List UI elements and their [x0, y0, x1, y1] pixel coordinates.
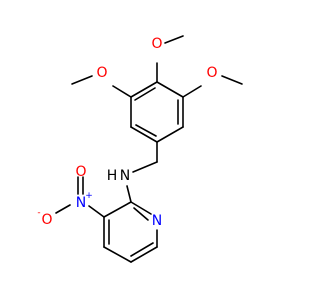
charge-o-nitro-left: -	[37, 208, 40, 218]
bond-c5py-c6py	[130, 246, 158, 263]
bond-c2py-c3py	[103, 201, 132, 218]
bond-c1-c2-inner	[134, 87, 156, 101]
structure-svg: O O O N H N + O - O N	[37, 35, 243, 263]
bond-c2-o-left	[112, 85, 132, 98]
bond-o-left-ch3	[71, 75, 93, 85]
bond-c6-c1	[156, 81, 184, 98]
bond-c1-c2	[130, 81, 158, 98]
atom-o-nitro-left: O	[41, 212, 52, 228]
bond-c3-c4	[130, 126, 158, 143]
bond-c3py-nitro-n	[88, 205, 105, 218]
atom-n-amine: N	[120, 168, 130, 184]
atom-o-nitro-top: O	[75, 164, 86, 180]
atom-o-methoxy-left: O	[96, 65, 107, 81]
charge-n-nitro: +	[85, 191, 93, 201]
atom-h-amine: H	[107, 168, 118, 184]
atom-n-nitro: N	[76, 195, 86, 211]
bond-npy-c2py	[130, 201, 152, 215]
bond-c4-c5	[156, 126, 184, 143]
molecule-diagram: O O O N H N + O - O N	[37, 35, 243, 263]
atom-n-pyridine: N	[152, 213, 162, 229]
bond-nitro-n-o-left	[55, 204, 71, 214]
bond-c6-o-right	[182, 85, 202, 98]
atom-o-methoxy-right: O	[206, 65, 217, 81]
bond-ch2-nh	[132, 161, 158, 173]
bond-o-right-ch3	[221, 75, 243, 85]
bond-c4py-c5py	[103, 246, 132, 263]
bond-o-top-ch3	[164, 35, 184, 44]
bond-c3-c4-inner	[135, 124, 157, 137]
bond-c5py-c6py-inner	[130, 242, 154, 257]
bond-nh-c2py	[126, 185, 132, 203]
atom-o-methoxy-top: O	[151, 36, 162, 52]
bond-npy-c2py-inner	[133, 207, 149, 221]
